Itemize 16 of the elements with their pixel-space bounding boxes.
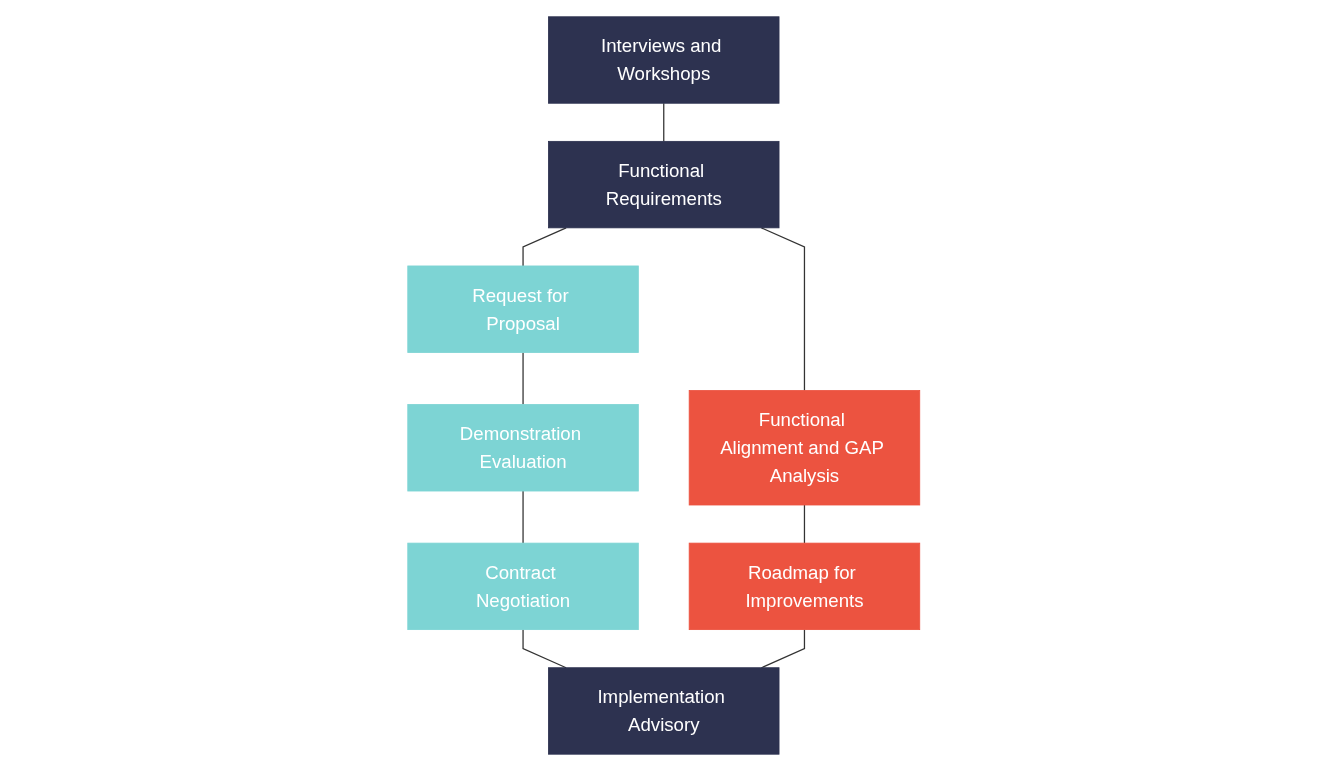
node-box: Roadmap for Improvements <box>689 542 921 631</box>
connector <box>522 490 524 544</box>
node-box: Interviews and Workshops <box>548 16 780 104</box>
connector <box>663 102 665 143</box>
connector <box>804 504 806 544</box>
connector <box>761 628 806 669</box>
connector <box>522 351 524 406</box>
connector <box>761 227 806 392</box>
node-box: Request for Proposal <box>407 265 639 353</box>
node-box: Functional Requirements <box>548 140 780 229</box>
connector <box>522 628 567 669</box>
node-box: Contract Negotiation <box>407 542 639 631</box>
node-box: Implementation Advisory <box>548 667 780 755</box>
connector <box>522 227 567 267</box>
node-box: Demonstration Evaluation <box>407 404 639 492</box>
node-box: Functional Alignment and GAP Analysis <box>689 390 921 506</box>
